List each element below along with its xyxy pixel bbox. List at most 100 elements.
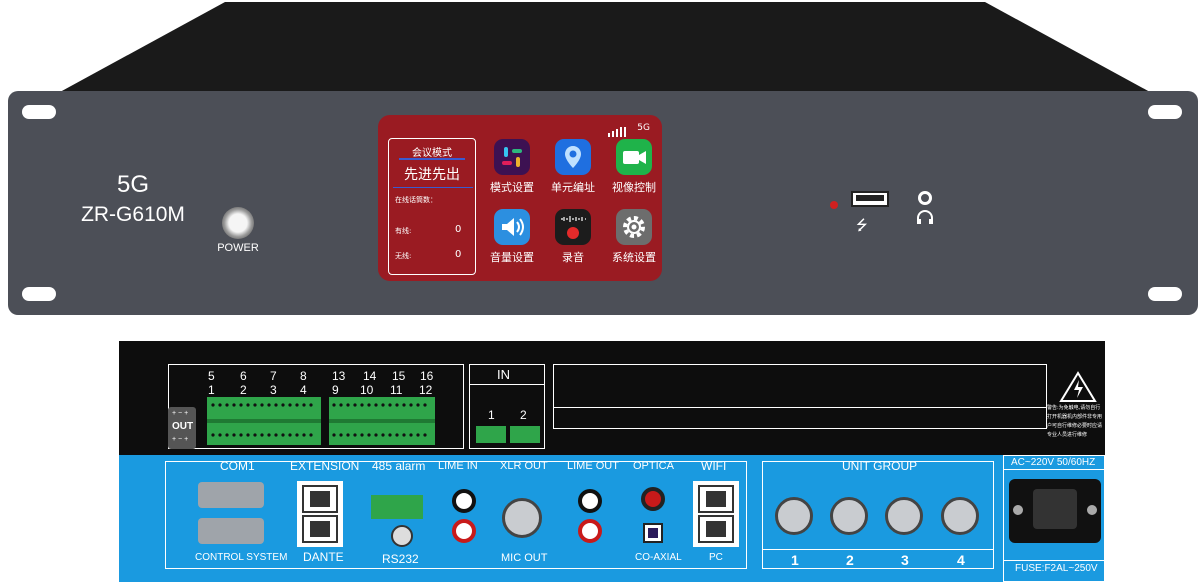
co-axial-label: CO-AXIAL	[635, 552, 682, 563]
dante-port[interactable]	[302, 515, 338, 543]
app-mode-settings[interactable]: 模式设置	[482, 139, 542, 195]
status-led	[830, 201, 838, 209]
terminal-number: 10	[360, 383, 374, 397]
control-system-port[interactable]	[198, 518, 264, 544]
lime-out-white-port[interactable]	[578, 489, 602, 513]
dante-label: DANTE	[303, 550, 344, 564]
alarm-terminal[interactable]	[371, 495, 423, 519]
xlr-out-port[interactable]	[502, 498, 542, 538]
app-unit-addressing[interactable]: 单元编址	[543, 139, 603, 195]
terminal-block-frame	[168, 364, 464, 449]
wired-count: 0	[455, 224, 462, 235]
wireless-count: 0	[455, 249, 462, 260]
brand-5g: 5G	[116, 171, 149, 198]
terminal-block-out[interactable]	[207, 397, 321, 445]
lime-out-red-port[interactable]	[578, 519, 602, 543]
out-label: OUT	[172, 421, 194, 432]
divider	[393, 187, 473, 188]
pc-port[interactable]	[698, 515, 734, 543]
app-label: 视像控制	[612, 181, 656, 194]
power-button[interactable]	[222, 207, 254, 239]
warning-text: 警告:为免触电,请勿自行 打开机器机内部件非专用 户可自行维修必要时应请 专业人…	[1047, 405, 1103, 438]
chassis-top	[60, 2, 1150, 92]
mode-title: 会议模式	[412, 148, 452, 159]
rack-hole	[22, 105, 56, 119]
lime-in-label: LIME IN	[438, 460, 478, 472]
speaker-icon	[494, 209, 530, 245]
terminal-number: 12	[419, 383, 433, 397]
usb-port[interactable]	[851, 191, 889, 207]
app-label: 录音	[562, 251, 584, 264]
iec-power-inlet[interactable]	[1009, 479, 1101, 543]
terminal-number: 5	[208, 369, 215, 383]
in-terminal-1[interactable]	[476, 426, 506, 443]
terminal-number: 13	[332, 369, 346, 383]
com1-label: COM1	[220, 459, 255, 473]
front-panel: 5G ZR-G610M POWER 5G 会议模式 先进先出 在线话筒数： 有线…	[8, 91, 1198, 315]
location-pin-icon	[555, 139, 591, 175]
connector-strip: COM1 EXTENSION 485 alarm LIME IN XLR OUT…	[119, 455, 1105, 582]
app-recording[interactable]: 录音	[543, 209, 603, 265]
divider	[553, 407, 1047, 408]
mic-out-label: MIC OUT	[501, 552, 548, 564]
lime-in-white-port[interactable]	[452, 489, 476, 513]
rack-hole	[22, 287, 56, 301]
in-block-frame	[469, 364, 545, 449]
unit-port-4[interactable]	[941, 497, 979, 535]
in-terminal-2[interactable]	[510, 426, 540, 443]
divider	[399, 158, 465, 160]
divider	[469, 384, 545, 385]
extension-port[interactable]	[302, 485, 338, 513]
io-frame	[165, 461, 747, 569]
terminal-number: 4	[300, 383, 307, 397]
rear-panel: + − + OUT + − + 5 6 7 8 13 14 15 16 1 2 …	[119, 341, 1105, 582]
control-system-label: CONTROL SYSTEM	[195, 552, 288, 563]
model-name: ZR-G610M	[81, 203, 185, 226]
high-voltage-warning-icon	[1059, 371, 1097, 408]
status-panel: 会议模式 先进先出 在线话筒数： 有线: 0 无线: 0	[388, 138, 476, 275]
mode-value: 先进先出	[404, 167, 460, 183]
ac-label: AC~220V 50/60HZ	[1011, 457, 1096, 468]
app-system-settings[interactable]: 系统设置	[604, 209, 664, 265]
divider	[1003, 469, 1105, 470]
optical-port[interactable]	[641, 487, 665, 511]
headphone-jack[interactable]	[918, 191, 932, 205]
app-label: 系统设置	[612, 251, 656, 264]
gear-icon	[616, 209, 652, 245]
record-icon	[555, 209, 591, 245]
app-video-control[interactable]: 视像控制	[604, 139, 664, 195]
com1-port[interactable]	[198, 482, 264, 508]
terminal-block-in[interactable]	[329, 397, 435, 445]
app-label: 单元编址	[551, 181, 595, 194]
unit-port-2[interactable]	[830, 497, 868, 535]
unit-group-label: UNIT GROUP	[842, 459, 918, 473]
app-label: 模式设置	[490, 181, 534, 194]
divider	[762, 549, 994, 550]
usb-icon: ⭍	[856, 217, 868, 233]
rs232-port[interactable]	[391, 525, 413, 547]
rs232-label: RS232	[382, 552, 419, 566]
wifi-label: WIFI	[701, 459, 727, 473]
terminal-number: 16	[420, 369, 434, 383]
unit-port-3[interactable]	[885, 497, 923, 535]
pc-label: PC	[709, 552, 723, 563]
touch-screen[interactable]: 5G 会议模式 先进先出 在线话筒数： 有线: 0 无线: 0 模式设置 单元编…	[378, 115, 662, 281]
terminal-number: 14	[363, 369, 377, 383]
video-camera-icon	[616, 139, 652, 175]
divider	[1003, 560, 1105, 561]
in-label: IN	[497, 367, 510, 382]
unit-port-1[interactable]	[775, 497, 813, 535]
wifi-port[interactable]	[698, 485, 734, 513]
unit-number: 1	[791, 552, 799, 568]
slack-like-icon	[494, 139, 530, 175]
coaxial-port[interactable]	[643, 523, 663, 543]
label-frame	[553, 364, 1047, 429]
unit-number: 4	[957, 552, 965, 568]
app-volume-settings[interactable]: 音量设置	[482, 209, 542, 265]
fuse-label: FUSE:F2AL~250V	[1015, 563, 1098, 574]
terminal-number: 3	[270, 383, 277, 397]
alarm-label: 485 alarm	[372, 459, 426, 473]
app-label: 音量设置	[490, 251, 534, 264]
lime-in-red-port[interactable]	[452, 519, 476, 543]
terminal-number: 2	[240, 383, 247, 397]
